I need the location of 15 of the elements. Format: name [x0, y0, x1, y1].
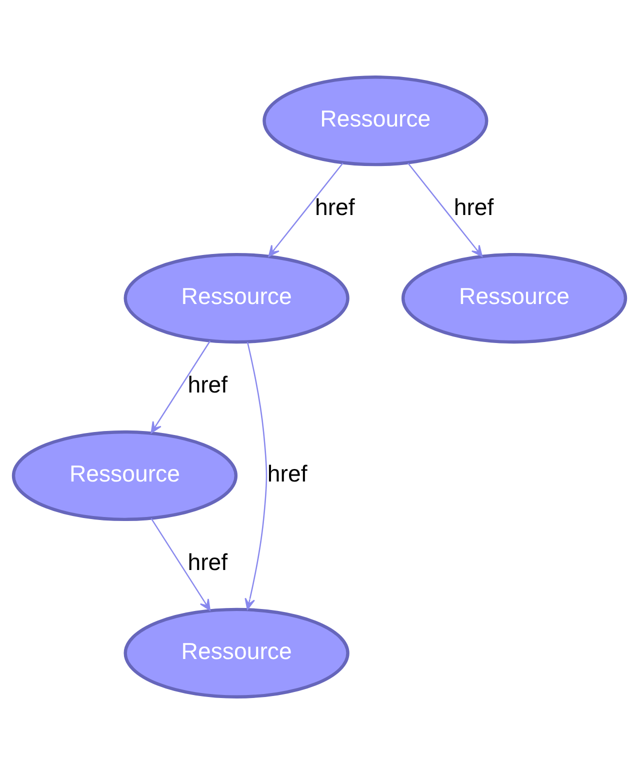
node-ellipse: Ressource — [262, 76, 488, 166]
node-ellipse: Ressource — [12, 430, 238, 522]
node-ellipse: Ressource — [401, 252, 628, 344]
node-ellipse: Ressource — [124, 608, 350, 698]
edge-label: href — [454, 194, 494, 220]
node-ellipse: Ressource — [124, 252, 350, 344]
edge-label: href — [188, 372, 228, 398]
arrow — [407, 162, 483, 257]
arrow — [268, 162, 344, 257]
edge-label: href — [315, 194, 355, 220]
edge-label: href — [267, 460, 308, 486]
arrow — [150, 340, 211, 434]
edge-label: href — [188, 549, 228, 576]
arrow — [244, 342, 268, 610]
arrow — [150, 518, 210, 611]
